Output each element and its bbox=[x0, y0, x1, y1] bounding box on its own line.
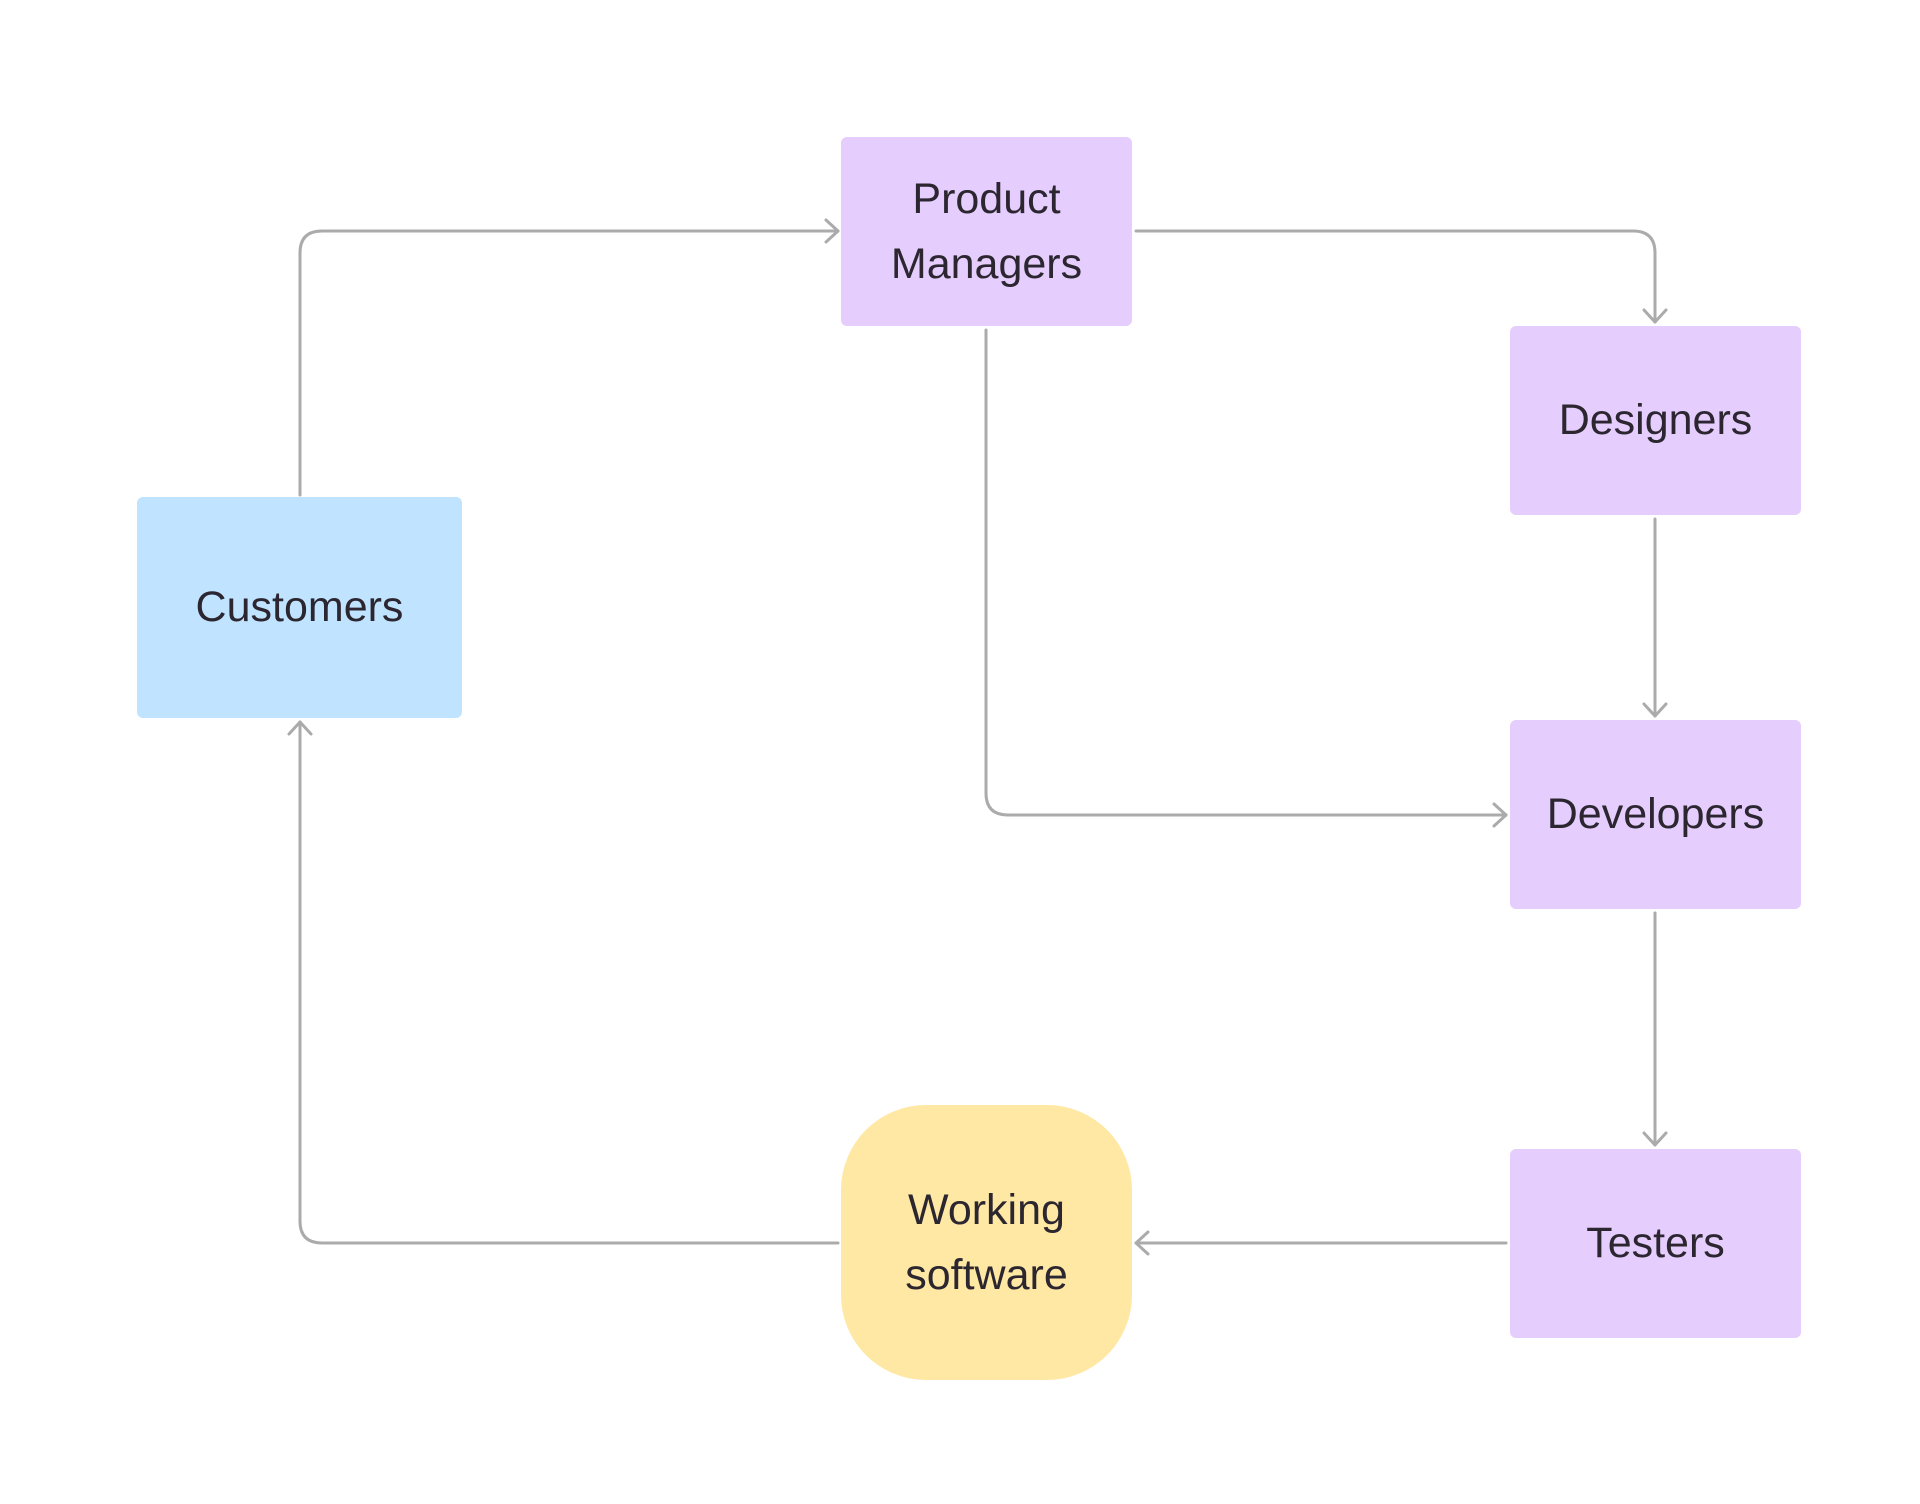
designers-label: Designers bbox=[1558, 396, 1753, 445]
edge-designers-to-developers bbox=[1642, 517, 1668, 718]
product-managers-label-line1: Product bbox=[912, 175, 1061, 223]
product-managers-label-line2: Managers bbox=[890, 239, 1083, 288]
developers-node[interactable]: Developers bbox=[1510, 720, 1801, 909]
working-software-node[interactable]: Working software bbox=[841, 1105, 1132, 1380]
product-managers-node[interactable]: Product Managers bbox=[841, 137, 1132, 326]
designers-node[interactable]: Designers bbox=[1510, 326, 1801, 515]
product-managers-label: Product Managers bbox=[891, 167, 1082, 296]
edge-testers-to-working-software bbox=[1134, 1230, 1508, 1256]
edge-product-managers-to-developers bbox=[984, 328, 1508, 828]
edge-customers-to-product-managers bbox=[298, 218, 840, 497]
working-software-label: Working software bbox=[905, 1178, 1068, 1307]
developers-label: Developers bbox=[1546, 790, 1765, 839]
edge-developers-to-testers bbox=[1642, 911, 1668, 1147]
working-software-label-line1: Working bbox=[908, 1186, 1065, 1234]
edge-product-managers-to-designers bbox=[1134, 229, 1668, 324]
testers-node[interactable]: Testers bbox=[1510, 1149, 1801, 1338]
testers-label: Testers bbox=[1586, 1219, 1725, 1268]
working-software-label-line2: software bbox=[905, 1250, 1068, 1299]
customers-node[interactable]: Customers bbox=[137, 497, 462, 718]
customers-label: Customers bbox=[195, 583, 404, 632]
edge-working-software-to-customers bbox=[287, 720, 840, 1245]
